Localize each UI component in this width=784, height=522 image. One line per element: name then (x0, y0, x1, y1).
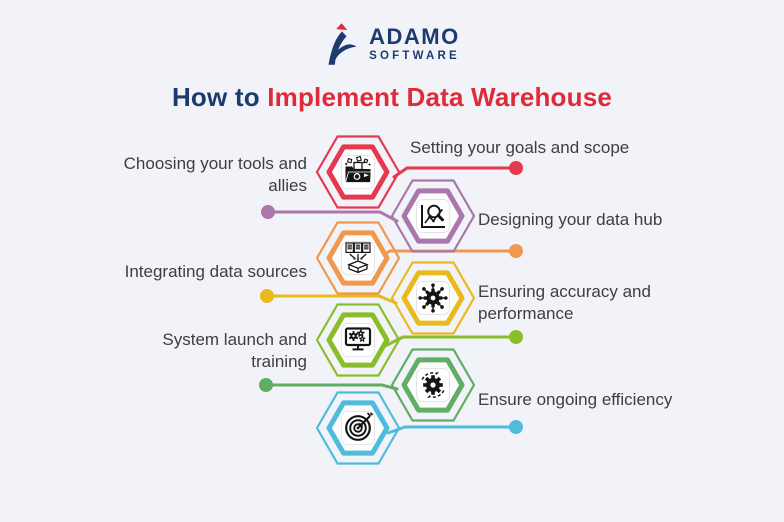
monitor-gears-icon (344, 327, 372, 351)
step-label-6: System launch and training (162, 330, 307, 371)
target-dart-icon (345, 412, 374, 441)
hexagon-outer (315, 303, 401, 377)
gear-network-icon (418, 283, 448, 313)
step-hexagon-3 (313, 218, 403, 298)
step-hexagon-6 (388, 345, 478, 425)
step-label-7: Ensure ongoing efficiency (478, 390, 673, 409)
gear-cycle-icon (421, 371, 445, 399)
step-label-3: Designing your data hub (478, 210, 663, 229)
step-hexagon-2 (388, 176, 478, 256)
connector-dot (509, 330, 523, 344)
step-hexagon-1 (313, 132, 403, 212)
connector-line (386, 425, 518, 435)
data-merge-icon (345, 242, 371, 274)
hexagon-outer (315, 135, 401, 209)
connector-dot (260, 289, 274, 303)
step-hexagon-5 (313, 300, 403, 380)
connector-dot (509, 161, 523, 175)
logo-a-mark (328, 31, 357, 65)
connector-dot (259, 378, 273, 392)
logo-subtitle: SOFTWARE (369, 49, 460, 62)
step-hexagon-4 (388, 258, 478, 338)
connector-dot (509, 244, 523, 258)
step-label-4: Integrating data sources (124, 262, 307, 281)
logo-red-triangle (336, 23, 348, 31)
connector-1 (392, 161, 523, 179)
logo: ADAMO SOFTWARE (0, 22, 784, 66)
logo-text: ADAMO SOFTWARE (369, 23, 460, 63)
connector-dot (509, 420, 523, 434)
hexagon-outer (390, 261, 476, 335)
hexagon-outer (390, 179, 476, 253)
step-label-5: Ensuring accuracy and performance (478, 282, 651, 323)
hexagon-outer (315, 391, 401, 465)
chart-magnifier-icon (421, 204, 445, 228)
adamo-logo-icon (328, 23, 357, 65)
secure-folder-icon (344, 155, 372, 183)
step-hexagon-7 (313, 388, 403, 468)
hexagon-outer (390, 348, 476, 422)
logo-brand: ADAMO (369, 23, 460, 49)
title-prefix: How to (171, 82, 260, 112)
step-label-1: Setting your goals and scope (410, 138, 630, 157)
title-highlight: Implement Data Warehouse (267, 82, 613, 112)
connector-dot (261, 205, 275, 219)
hexagon-outer (315, 221, 401, 295)
page-title: How to Implement Data Warehouse (0, 82, 784, 113)
step-label-2: Choosing your tools and allies (123, 154, 307, 195)
